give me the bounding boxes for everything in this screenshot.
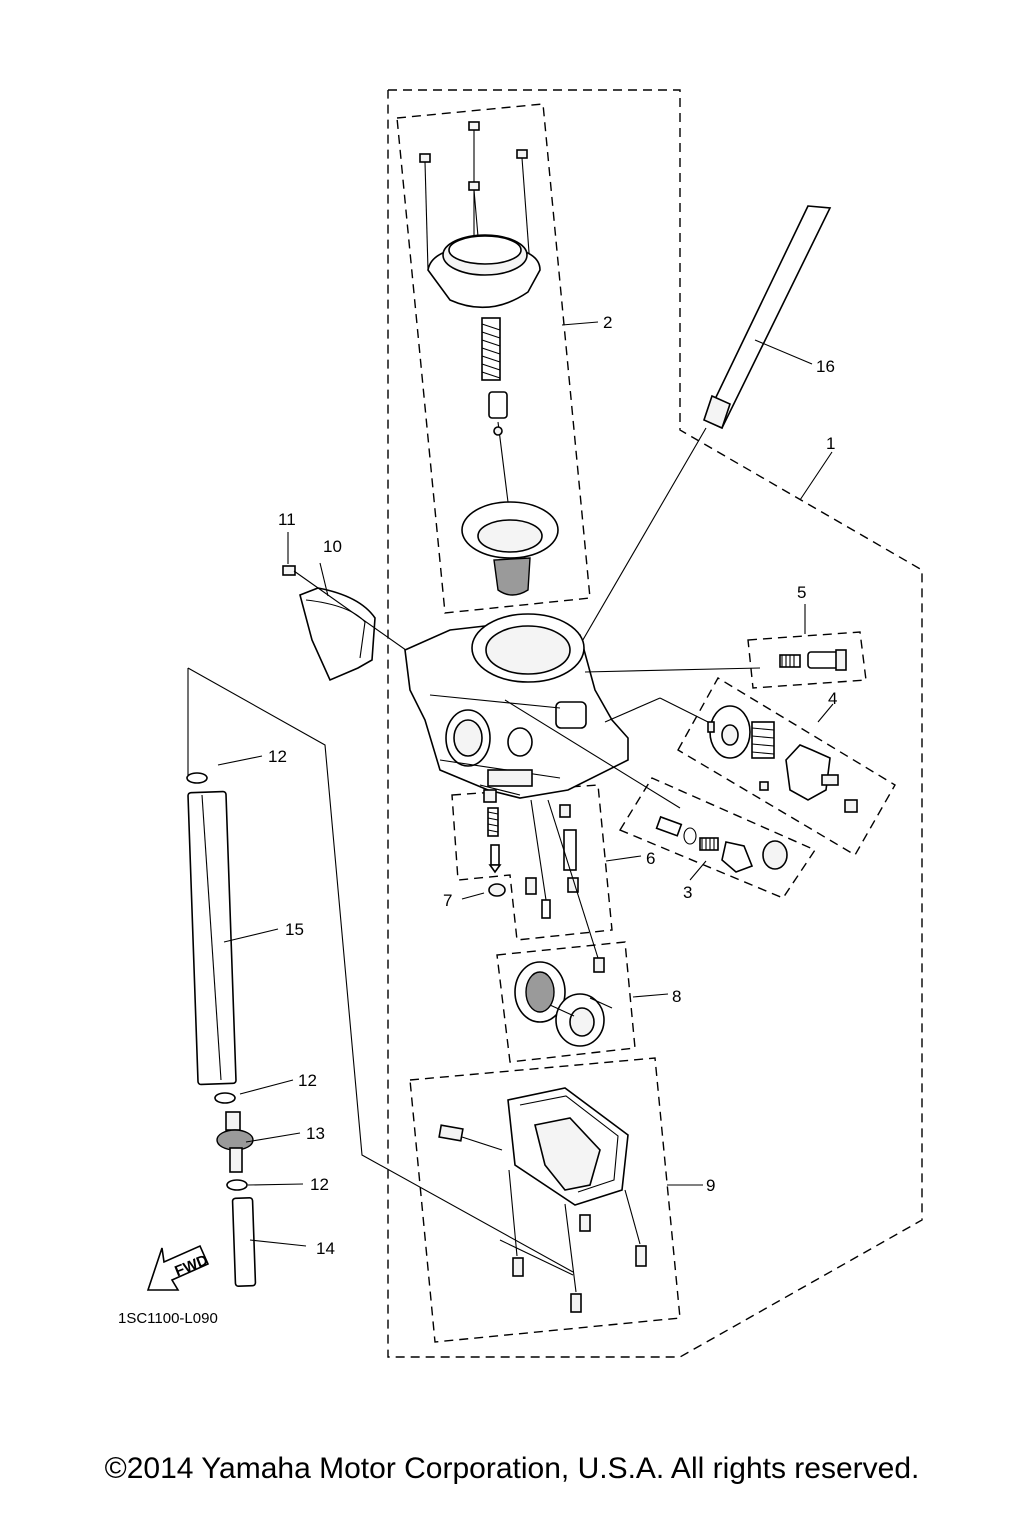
screw-11 [282,565,421,661]
callout-15: 15 [285,920,304,939]
callout-8: 8 [672,987,681,1006]
callout-14: 14 [316,1239,335,1258]
clip-12b [214,1092,236,1104]
callout-12-middle: 12 [298,1071,317,1090]
callout-1: 1 [826,434,835,453]
group-2-outline [396,103,591,614]
washer-7 [488,883,506,897]
needle-holder [488,391,511,519]
hose-routing-line [187,667,574,1276]
top-cover-screws [419,121,531,278]
callout-11: 11 [278,510,296,529]
group-4-outline [677,677,896,856]
group-8-outline [496,941,636,1063]
assembly-1-outline [387,89,923,1358]
hose-15 [187,790,237,1086]
group-9-outline [409,1057,681,1343]
copyright-notice: ©2014 Yamaha Motor Corporation, U.S.A. A… [104,1452,920,1485]
callout-labels: 1 2 3 4 5 6 7 8 9 10 11 12 12 12 13 14 1… [268,313,837,1258]
fuel-filter-13 [216,1111,254,1173]
float-bowl [438,1087,647,1313]
carburetor-body [404,613,761,809]
throttle-cable [547,205,832,701]
bracket-gasket [299,587,376,682]
callout-12-top: 12 [268,747,287,766]
fwd-arrow-icon: FWD [146,1244,211,1291]
pilot-screw-set [779,649,847,671]
jet-set [483,789,599,959]
callout-2: 2 [603,313,612,332]
float-assembly [514,957,613,1047]
callout-7: 7 [443,891,452,910]
callout-16: 16 [816,357,835,376]
diaphragm-piston [461,501,559,596]
callout-13: 13 [306,1124,325,1143]
clip-12c [226,1179,248,1191]
callout-6: 6 [646,849,655,868]
diagram-code: 1SC1100-L090 [118,1310,218,1327]
carburetor-top-cover [427,234,541,309]
callout-9: 9 [706,1176,715,1195]
callout-4: 4 [828,689,837,708]
fuel-enrichment-plunger [655,815,788,873]
group-5-outline [747,631,867,689]
callout-12-bottom: 12 [310,1175,329,1194]
accelerator-pump-diaphragm [707,705,858,813]
callout-3: 3 [683,883,692,902]
callout-5: 5 [797,583,806,602]
callout-10: 10 [323,537,342,556]
leader-lines [217,321,834,1247]
hose-14 [231,1196,257,1288]
spring [481,317,501,381]
clip-12a [186,772,208,784]
